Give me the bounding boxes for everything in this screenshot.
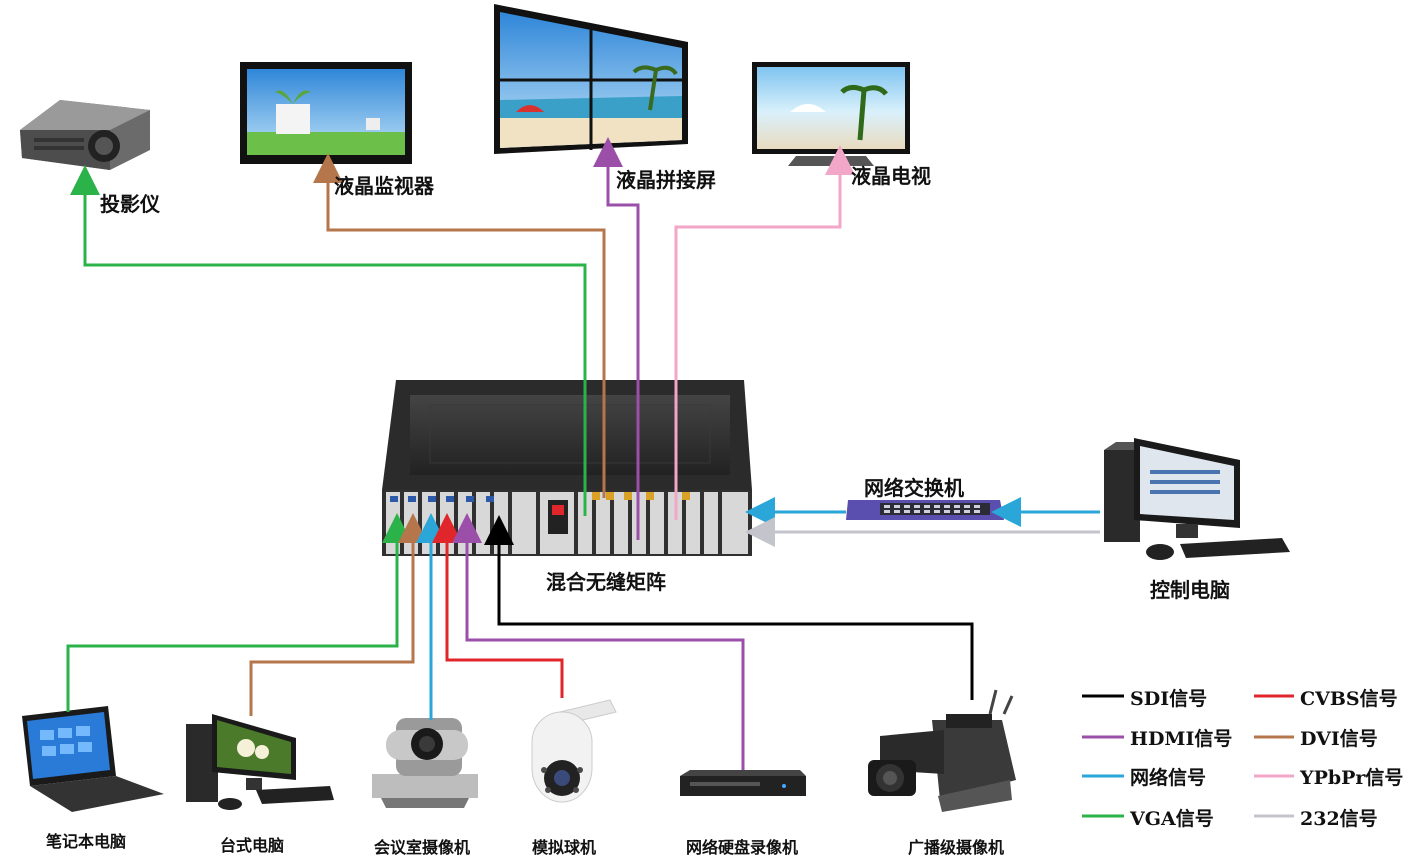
legend-sdi: SDI信号 [1130, 688, 1208, 710]
label-desktop: 台式电脑 [220, 836, 285, 855]
projector-icon [20, 100, 150, 170]
legend-swatches [1082, 694, 1294, 818]
legend-dvi: DVI信号 [1300, 728, 1378, 750]
laptop-icon [22, 706, 164, 812]
broadcast-camera-icon [868, 689, 1016, 812]
conference-camera-icon [372, 718, 478, 808]
signal-lines [66, 137, 1100, 770]
legend-network: 网络信号 [1130, 767, 1207, 789]
label-matrix: 混合无缝矩阵 [546, 570, 666, 594]
dome-camera-icon [531, 699, 617, 803]
lcd-monitor-icon [240, 62, 412, 164]
label-video-wall: 液晶拼接屏 [616, 168, 716, 192]
legend-vga: VGA信号 [1130, 808, 1214, 830]
matrix-chassis [382, 380, 752, 556]
desktop-pc-icon [186, 714, 334, 810]
lcd-tv-icon [752, 62, 910, 166]
label-control-pc: 控制电脑 [1150, 578, 1230, 602]
label-network-switch: 网络交换机 [864, 476, 964, 500]
label-dome-camera: 模拟球机 [532, 838, 597, 857]
label-lcd-monitor: 液晶监视器 [334, 174, 434, 198]
label-conference-camera: 会议室摄像机 [374, 838, 471, 857]
network-switch-icon [846, 500, 1004, 520]
label-lcd-tv: 液晶电视 [851, 164, 931, 188]
control-pc-icon [1104, 438, 1290, 560]
label-projector: 投影仪 [100, 192, 160, 216]
nvr-icon [680, 770, 806, 796]
label-nvr: 网络硬盘录像机 [686, 838, 799, 857]
label-laptop: 笔记本电脑 [46, 832, 127, 851]
legend-232: 232信号 [1300, 808, 1378, 830]
video-wall-icon [494, 4, 688, 154]
legend-cvbs: CVBS信号 [1300, 688, 1398, 710]
label-broadcast-camera: 广播级摄像机 [908, 838, 1005, 857]
legend-ypbpr: YPbPr信号 [1300, 767, 1404, 789]
legend-hdmi: HDMI信号 [1130, 728, 1233, 750]
